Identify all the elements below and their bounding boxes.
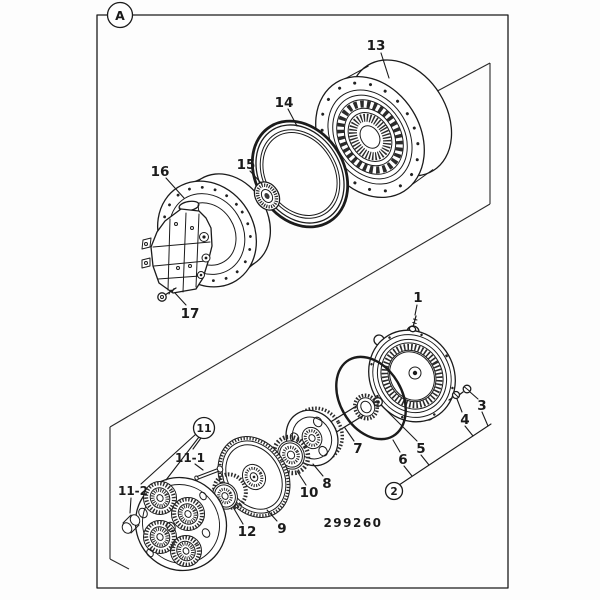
callout-7: 7 bbox=[353, 441, 362, 457]
callout-11-2: 11-2 bbox=[118, 484, 148, 498]
group-circle-2: 2 bbox=[384, 481, 404, 501]
group-label-2: 2 bbox=[390, 486, 397, 498]
part-seal-15 bbox=[253, 181, 281, 211]
callout-16: 16 bbox=[151, 164, 170, 180]
motor-valve-block bbox=[141, 200, 213, 294]
part-pin-11-1 bbox=[194, 465, 224, 481]
drawing-number: 299260 bbox=[323, 516, 382, 530]
callout-12: 12 bbox=[238, 524, 257, 540]
callout-14: 14 bbox=[275, 95, 294, 111]
group-circle-11: 11 bbox=[192, 416, 216, 440]
part-screw-3 bbox=[458, 384, 472, 396]
view-circle-a: A bbox=[106, 1, 134, 29]
planet-gears bbox=[144, 481, 204, 567]
callout-5: 5 bbox=[416, 441, 425, 457]
callout-11-1: 11-1 bbox=[175, 451, 205, 465]
callout-15: 15 bbox=[237, 157, 256, 173]
leader-lines bbox=[129, 52, 492, 525]
part-screw-4 bbox=[448, 390, 461, 401]
part-bolt-17 bbox=[157, 287, 177, 302]
callout-3: 3 bbox=[477, 398, 486, 414]
callout-labels: A 13 14 15 16 17 1 3 4 5 6 7 8 10 9 12 1… bbox=[106, 1, 487, 540]
callout-10: 10 bbox=[300, 485, 319, 501]
callout-1: 1 bbox=[413, 290, 422, 306]
plate-border bbox=[96, 14, 509, 589]
callout-8: 8 bbox=[322, 476, 331, 492]
part-motor-16 bbox=[141, 173, 272, 294]
view-label-a: A bbox=[115, 8, 125, 23]
callout-9: 9 bbox=[277, 521, 286, 537]
callout-4: 4 bbox=[460, 412, 469, 428]
callout-6: 6 bbox=[398, 452, 407, 468]
part-roller-11-2 bbox=[121, 514, 141, 534]
part-bolt-1 bbox=[408, 315, 418, 333]
callout-17: 17 bbox=[181, 306, 200, 322]
part-planet-carrier-11 bbox=[134, 476, 228, 572]
group-label-11: 11 bbox=[196, 422, 211, 435]
callout-13: 13 bbox=[367, 38, 386, 54]
part-cover-2 bbox=[368, 325, 456, 423]
